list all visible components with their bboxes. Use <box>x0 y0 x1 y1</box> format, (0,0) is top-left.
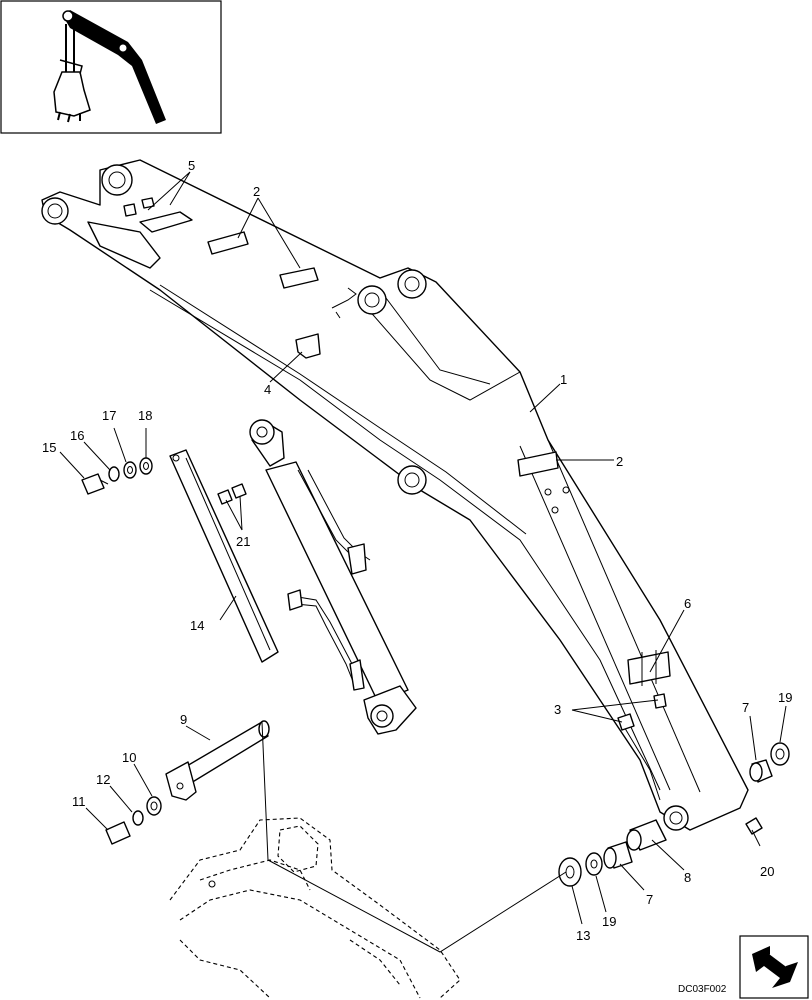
callout-14: 14 <box>190 618 204 633</box>
hose-clamp <box>331 287 357 319</box>
bolt-part-11 <box>105 821 131 845</box>
callout-4: 4 <box>264 382 271 397</box>
bushing-part-7-lower <box>603 841 633 869</box>
callout-21: 21 <box>236 534 250 549</box>
hose-guard-part-14 <box>169 449 279 663</box>
callout-7-upper: 7 <box>742 700 749 715</box>
next-page-arrow-icon[interactable] <box>739 935 809 999</box>
washer-part-10 <box>146 796 162 816</box>
callout-6: 6 <box>684 596 691 611</box>
bracket-part-3 <box>617 693 667 731</box>
drawing-code: DC03F002 <box>678 984 727 995</box>
callout-11: 11 <box>72 794 86 809</box>
washer-part-18 <box>139 457 153 475</box>
washer-part-16 <box>108 466 120 482</box>
washer-part-17 <box>123 461 137 479</box>
callout-labels: 1 2 2 3 4 5 6 7 7 8 9 10 11 12 13 14 15 … <box>42 158 792 943</box>
bolt-part-15 <box>81 473 109 495</box>
callout-20: 20 <box>760 864 774 879</box>
assembly-center-lines <box>261 721 567 953</box>
hydraulic-cylinder <box>249 419 417 735</box>
pin-part-9 <box>165 720 270 801</box>
callout-9: 9 <box>180 712 187 727</box>
bushing-part-8 <box>626 819 667 851</box>
callout-16: 16 <box>70 428 84 443</box>
callout-1: 1 <box>560 372 567 387</box>
callout-3: 3 <box>554 702 561 717</box>
callout-19-upper: 19 <box>778 690 792 705</box>
callout-8: 8 <box>684 870 691 885</box>
plate-part-6 <box>627 650 671 686</box>
boom-part-1 <box>41 159 749 831</box>
washer-part-19-lower <box>585 852 603 876</box>
callout-2-top: 2 <box>253 184 260 199</box>
leader-lines <box>59 171 787 925</box>
phantom-frame <box>169 817 461 999</box>
machine-locator-icon <box>0 0 222 134</box>
clip-part-5 <box>123 197 155 217</box>
callout-2-right: 2 <box>616 454 623 469</box>
callout-17: 17 <box>102 408 116 423</box>
callout-12: 12 <box>96 772 110 787</box>
callout-5: 5 <box>188 158 195 173</box>
callout-10: 10 <box>122 750 136 765</box>
callout-19-lower: 19 <box>602 914 616 929</box>
washer-part-19-upper <box>770 742 790 766</box>
grease-fitting-part-20 <box>745 817 763 835</box>
washer-part-13 <box>558 857 582 887</box>
bushing-part-7-upper <box>749 759 773 783</box>
callout-15: 15 <box>42 440 56 455</box>
callout-7-lower: 7 <box>646 892 653 907</box>
callout-18: 18 <box>138 408 152 423</box>
washer-part-12 <box>132 810 144 826</box>
callout-13: 13 <box>576 928 590 943</box>
